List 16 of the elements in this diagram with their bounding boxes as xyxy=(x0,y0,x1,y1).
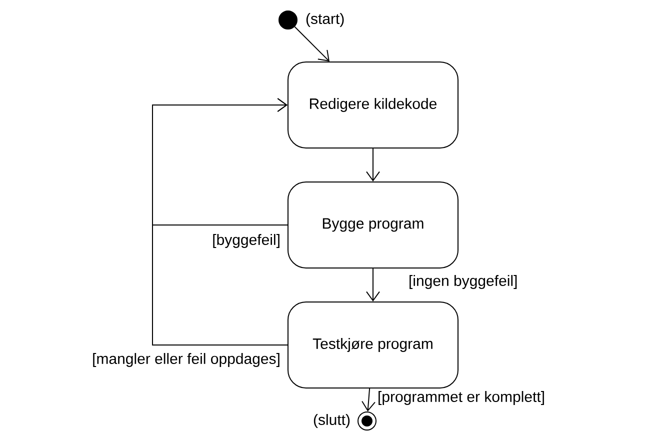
end-bullseye xyxy=(358,412,376,430)
arrow xyxy=(366,148,380,182)
activity-box: Testkjøre program xyxy=(288,302,458,388)
guard-label: [ingen byggefeil] xyxy=(410,275,517,289)
node-caption: (start) xyxy=(306,13,344,27)
arrow xyxy=(294,26,330,62)
node-caption: (slutt) xyxy=(314,414,350,428)
guard-label: [mangler eller feil oppdages] xyxy=(93,353,280,367)
arrow xyxy=(152,98,288,346)
guard-label: [byggefeil] xyxy=(213,234,280,248)
activity-box: Redigere kildekode xyxy=(288,62,458,148)
activity-box: Bygge program xyxy=(288,182,458,268)
start-dot xyxy=(278,10,298,30)
arrow xyxy=(366,268,380,302)
arrow xyxy=(362,388,376,412)
guard-label: [programmet er komplett] xyxy=(378,391,544,405)
